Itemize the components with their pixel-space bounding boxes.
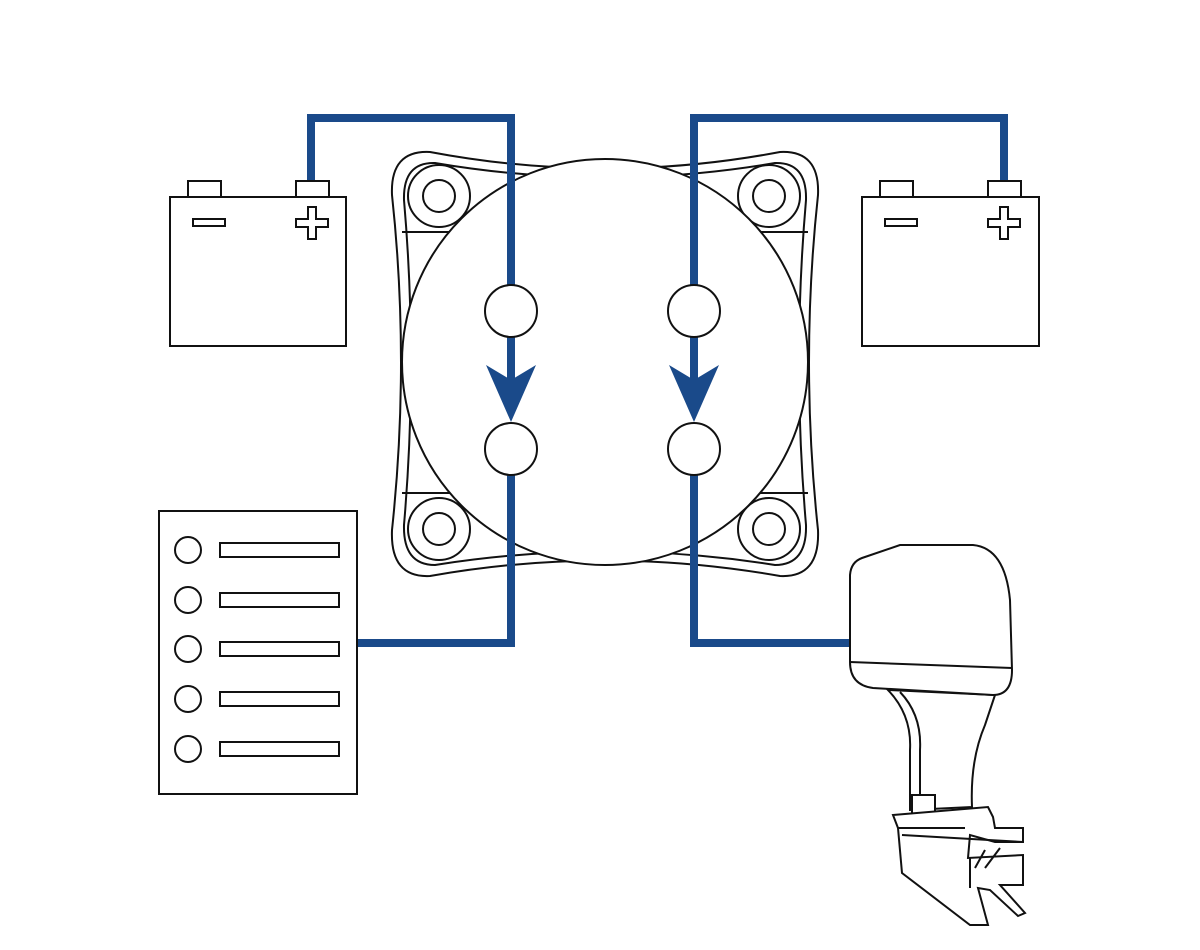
panel-circuit xyxy=(174,635,340,663)
minus-icon xyxy=(884,218,918,227)
wire-battery1-to-switch xyxy=(307,114,515,285)
distribution-panel xyxy=(158,510,358,795)
panel-circuit xyxy=(174,685,340,713)
battery-switch xyxy=(390,150,820,578)
plus-icon xyxy=(295,206,329,240)
wire-switch-to-panel xyxy=(357,475,515,647)
mount-hole-icon xyxy=(407,497,471,561)
switch-terminal-in-right xyxy=(667,284,721,338)
switch-terminal-out-left xyxy=(484,422,538,476)
switch-body xyxy=(401,158,809,566)
switch-terminal-in-left xyxy=(484,284,538,338)
plus-icon xyxy=(987,206,1021,240)
panel-circuit xyxy=(174,586,340,614)
motor-cowl xyxy=(849,544,1014,697)
panel-circuit xyxy=(174,735,340,763)
mount-hole-icon xyxy=(737,164,801,228)
mount-hole-icon xyxy=(737,497,801,561)
arrow-down-icon xyxy=(486,365,536,422)
battery-1 xyxy=(169,180,347,347)
switch-terminal-out-right xyxy=(667,422,721,476)
wire-battery2-to-switch xyxy=(690,114,1008,285)
battery-2 xyxy=(861,180,1040,347)
minus-icon xyxy=(192,218,226,227)
outboard-motor xyxy=(849,544,1027,926)
mount-hole-icon xyxy=(407,164,471,228)
wire-switch-to-motor xyxy=(690,475,849,647)
arrow-down-icon xyxy=(669,365,719,422)
panel-circuit xyxy=(174,536,340,564)
